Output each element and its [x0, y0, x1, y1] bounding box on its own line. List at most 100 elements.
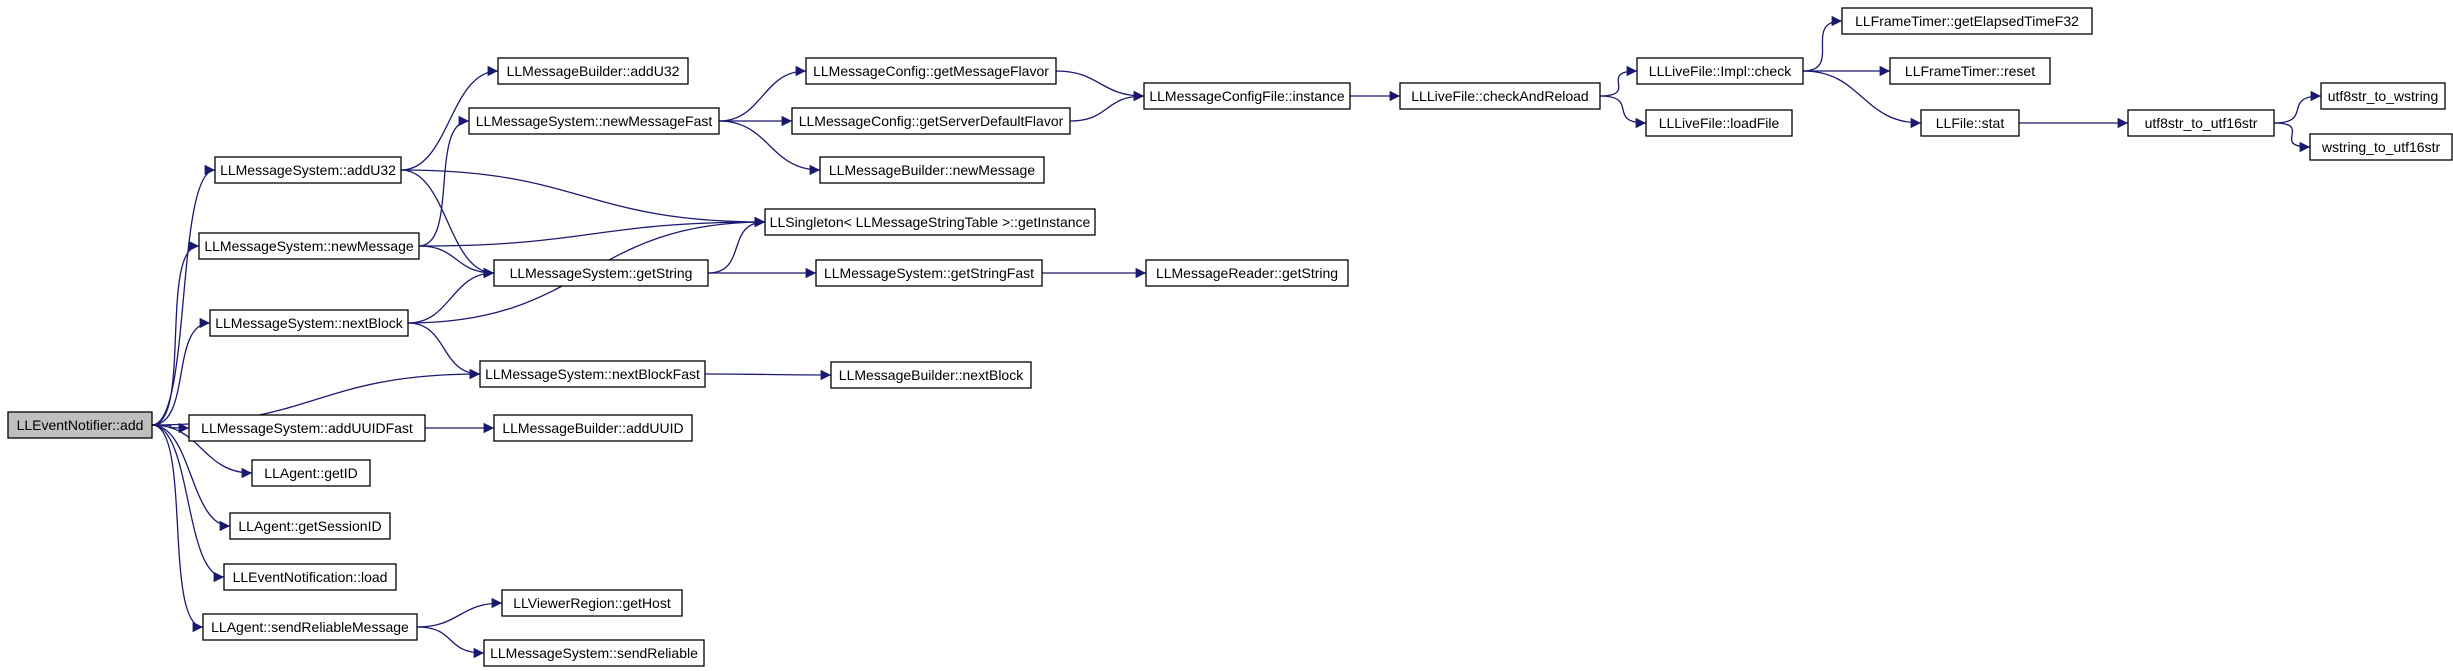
- node-box: [497, 57, 689, 85]
- node-llagent-getsessionid[interactable]: LLAgent::getSessionID: [229, 512, 391, 540]
- edge-n3-to-n13: [407, 267, 495, 324]
- node-llmessagesystem-newmessage[interactable]: LLMessageSystem::newMessage: [198, 232, 420, 260]
- node-box: [2127, 109, 2275, 137]
- node-box: [764, 208, 1096, 236]
- node-llmessagesystem-getstring[interactable]: LLMessageSystem::getString: [493, 259, 709, 287]
- node-box: [815, 259, 1043, 287]
- node-label: LLMessageSystem::nextBlockFast: [485, 366, 700, 382]
- node-llviewerregion-gethost[interactable]: LLViewerRegion::getHost: [501, 589, 683, 617]
- node-label: LLMessageSystem::newMessage: [204, 238, 414, 254]
- node-lleventnotifier-add[interactable]: LLEventNotifier::add: [7, 411, 153, 439]
- node-llmessageconfig-getmessageflavor[interactable]: LLMessageConfig::getMessageFlavor: [805, 57, 1057, 85]
- edge-n25-to-n29: [1802, 70, 1922, 129]
- node-llfile-stat[interactable]: LLFile::stat: [1920, 109, 2020, 137]
- node-llmessagesystem-nextblock[interactable]: LLMessageSystem::nextBlock: [209, 309, 409, 337]
- node-box: [198, 232, 420, 260]
- edge-n1-to-n13: [400, 169, 495, 279]
- node-box: [479, 360, 706, 388]
- node-llmessagesystem-adduuidfast[interactable]: LLMessageSystem::addUUIDFast: [188, 414, 426, 442]
- node-llmessagesystem-addu32[interactable]: LLMessageSystem::addU32: [214, 156, 402, 184]
- node-llframetimer-reset[interactable]: LLFrameTimer::reset: [1889, 57, 2051, 85]
- node-llmessagesystem-newmessagefast[interactable]: LLMessageSystem::newMessageFast: [468, 107, 720, 135]
- edge-n4-to-n21: [704, 369, 832, 381]
- node-label: LLMessageBuilder::addU32: [507, 63, 680, 79]
- node-label: LLMessageSystem::newMessageFast: [476, 113, 713, 129]
- node-llmessageconfig-getserverdefaultflavor[interactable]: LLMessageConfig::getServerDefaultFlavor: [791, 107, 1071, 135]
- node-llmessagebuilder-adduuid[interactable]: LLMessageBuilder::addUUID: [493, 414, 693, 442]
- edge-n0-to-n8: [151, 424, 225, 583]
- node-box: [1399, 82, 1601, 110]
- node-label: LLMessageSystem::nextBlock: [215, 315, 404, 331]
- node-llmessagesystem-getstringfast[interactable]: LLMessageSystem::getStringFast: [815, 259, 1043, 287]
- node-llmessagereader-getstring[interactable]: LLMessageReader::getString: [1145, 259, 1349, 287]
- node-llagent-sendreliablemessage[interactable]: LLAgent::sendReliableMessage: [202, 613, 418, 641]
- node-box: [1636, 57, 1804, 85]
- node-llmessagebuilder-nextblock[interactable]: LLMessageBuilder::nextBlock: [830, 361, 1032, 389]
- node-label: LLLiveFile::Impl::check: [1649, 63, 1792, 79]
- node-box: [1920, 109, 2020, 137]
- node-label: LLMessageConfig::getServerDefaultFlavor: [799, 113, 1064, 129]
- node-box: [202, 613, 418, 641]
- edge-n30-to-n31: [2273, 90, 2322, 124]
- edge-n18-to-n22: [1069, 90, 1145, 122]
- node-label: LLFrameTimer::reset: [1905, 63, 2035, 79]
- node-utf8str-to-utf16str[interactable]: utf8str_to_utf16str: [2127, 109, 2275, 137]
- node-lllivefile-checkandreload[interactable]: LLLiveFile::checkAndReload: [1399, 82, 1601, 110]
- node-box: [251, 459, 371, 487]
- node-label: utf8str_to_utf16str: [2145, 115, 2258, 131]
- node-box: [468, 107, 720, 135]
- node-label: LLMessageBuilder::addUUID: [502, 420, 683, 436]
- node-wstring-to-utf16str[interactable]: wstring_to_utf16str: [2309, 133, 2453, 161]
- node-label: wstring_to_utf16str: [2321, 139, 2441, 155]
- node-box: [1889, 57, 2051, 85]
- edge-n0-to-n3: [151, 317, 211, 426]
- node-llmessagesystem-sendreliable[interactable]: LLMessageSystem::sendReliable: [483, 639, 705, 667]
- edge-n0-to-n6: [151, 424, 253, 479]
- edge-n17-to-n22: [1055, 70, 1145, 102]
- node-label: LLMessageSystem::getStringFast: [824, 265, 1034, 281]
- node-box: [2309, 133, 2453, 161]
- node-label: LLFile::stat: [1936, 115, 2005, 131]
- edge-n24-to-n25: [1599, 65, 1638, 97]
- node-box: [501, 589, 683, 617]
- node-llsingleton-llmessagestringtable-getinstance[interactable]: LLSingleton< LLMessageStringTable >::get…: [764, 208, 1096, 236]
- node-box: [805, 57, 1057, 85]
- edge-n2-to-n11: [418, 115, 470, 247]
- node-lllivefile-impl-check[interactable]: LLLiveFile::Impl::check: [1636, 57, 1804, 85]
- node-llmessageconfigfile-instance[interactable]: LLMessageConfigFile::instance: [1143, 82, 1351, 110]
- node-box: [223, 563, 397, 591]
- node-label: LLMessageSystem::getString: [510, 265, 693, 281]
- node-box: [214, 156, 402, 184]
- node-label: LLMessageSystem::addUUIDFast: [201, 420, 413, 436]
- node-llagent-getid[interactable]: LLAgent::getID: [251, 459, 371, 487]
- edge-n0-to-n1: [151, 164, 216, 426]
- edge-n2-to-n13: [418, 245, 495, 279]
- node-box: [1841, 7, 2093, 35]
- node-llmessagesystem-nextblockfast[interactable]: LLMessageSystem::nextBlockFast: [479, 360, 706, 388]
- node-llmessagebuilder-addu32[interactable]: LLMessageBuilder::addU32: [497, 57, 689, 85]
- node-label: LLMessageConfig::getMessageFlavor: [813, 63, 1049, 79]
- edge-n1-to-n10: [400, 65, 499, 171]
- node-label: LLMessageBuilder::nextBlock: [839, 367, 1024, 383]
- node-utf8str-to-wstring[interactable]: utf8str_to_wstring: [2320, 82, 2446, 110]
- node-label: LLLiveFile::checkAndReload: [1411, 88, 1588, 104]
- node-box: [209, 309, 409, 337]
- node-lllivefile-loadfile[interactable]: LLLiveFile::loadFile: [1645, 109, 1793, 137]
- node-label: LLMessageSystem::sendReliable: [490, 645, 698, 661]
- node-label: LLEventNotifier::add: [17, 417, 144, 433]
- node-label: LLMessageBuilder::newMessage: [829, 162, 1035, 178]
- node-box: [188, 414, 426, 442]
- node-llframetimer-getelapsedtimef32[interactable]: LLFrameTimer::getElapsedTimeF32: [1841, 7, 2093, 35]
- node-llmessagebuilder-newmessage[interactable]: LLMessageBuilder::newMessage: [819, 156, 1045, 184]
- edge-n24-to-n26: [1599, 95, 1647, 129]
- node-label: LLMessageSystem::addU32: [220, 162, 396, 178]
- edge-n9-to-n15: [416, 597, 503, 628]
- edge-n30-to-n32: [2273, 122, 2311, 153]
- node-box: [1145, 259, 1349, 287]
- node-lleventnotification-load[interactable]: LLEventNotification::load: [223, 563, 397, 591]
- node-label: LLAgent::sendReliableMessage: [211, 619, 409, 635]
- edge-n11-to-n17: [718, 65, 807, 122]
- node-box: [493, 414, 693, 442]
- node-box: [791, 107, 1071, 135]
